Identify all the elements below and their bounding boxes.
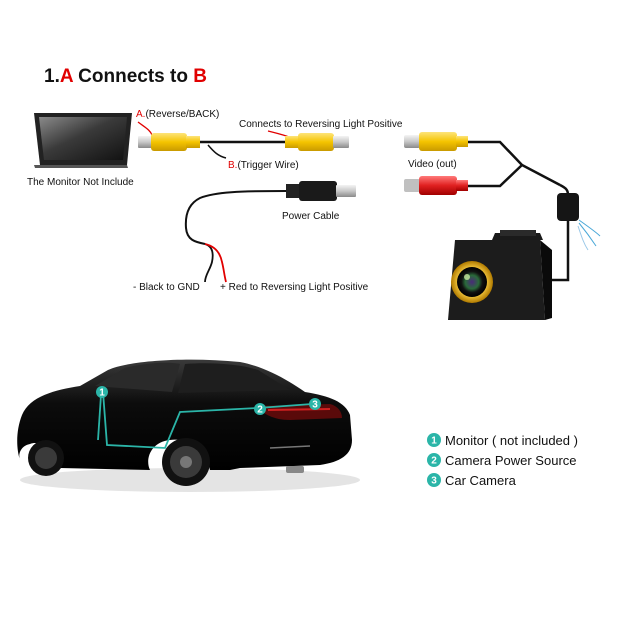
monitor-label: The Monitor Not Include xyxy=(27,177,134,188)
rca-cable-left xyxy=(138,133,349,159)
camera-cable xyxy=(545,183,601,282)
video-label: Video (out) xyxy=(408,159,457,170)
car-marker-3: 3 xyxy=(309,398,321,411)
car-marker-1: 1 xyxy=(96,386,108,399)
legend: 1 Monitor ( not included ) 2 Camera Powe… xyxy=(427,433,578,488)
car-marker-2: 2 xyxy=(254,403,266,416)
svg-text:2: 2 xyxy=(431,456,437,467)
svg-text:1: 1 xyxy=(431,436,437,447)
camera-image xyxy=(448,230,552,320)
red-positive-label: + Red to Reversing Light Positive xyxy=(220,282,369,293)
car-image: 1 2 3 xyxy=(17,359,360,492)
legend-item-monitor: 1 Monitor ( not included ) xyxy=(427,433,578,448)
legend-item-car-camera: 3 Car Camera xyxy=(427,473,517,488)
svg-text:3: 3 xyxy=(431,476,437,487)
power-label: Power Cable xyxy=(282,211,340,222)
svg-text:3: 3 xyxy=(312,400,318,411)
video-out-connectors xyxy=(404,132,561,195)
svg-text:Camera Power Source: Camera Power Source xyxy=(445,453,577,468)
legend-item-camera-power: 2 Camera Power Source xyxy=(427,453,577,468)
page-title: 1.A Connects to B xyxy=(44,66,207,87)
a-pointer-line xyxy=(137,121,153,136)
svg-text:Car Camera: Car Camera xyxy=(445,473,517,488)
monitor-image xyxy=(34,113,132,168)
svg-text:1: 1 xyxy=(99,388,105,399)
svg-text:Monitor ( not included ): Monitor ( not included ) xyxy=(445,433,578,448)
b-label: B.(Trigger Wire) xyxy=(228,160,299,171)
power-cable xyxy=(184,181,356,283)
gnd-label: - Black to GND xyxy=(133,282,200,293)
svg-text:2: 2 xyxy=(257,405,263,416)
a-label: A.(Reverse/BACK) xyxy=(136,109,219,120)
reversing-label: Connects to Reversing Light Positive xyxy=(239,119,403,130)
